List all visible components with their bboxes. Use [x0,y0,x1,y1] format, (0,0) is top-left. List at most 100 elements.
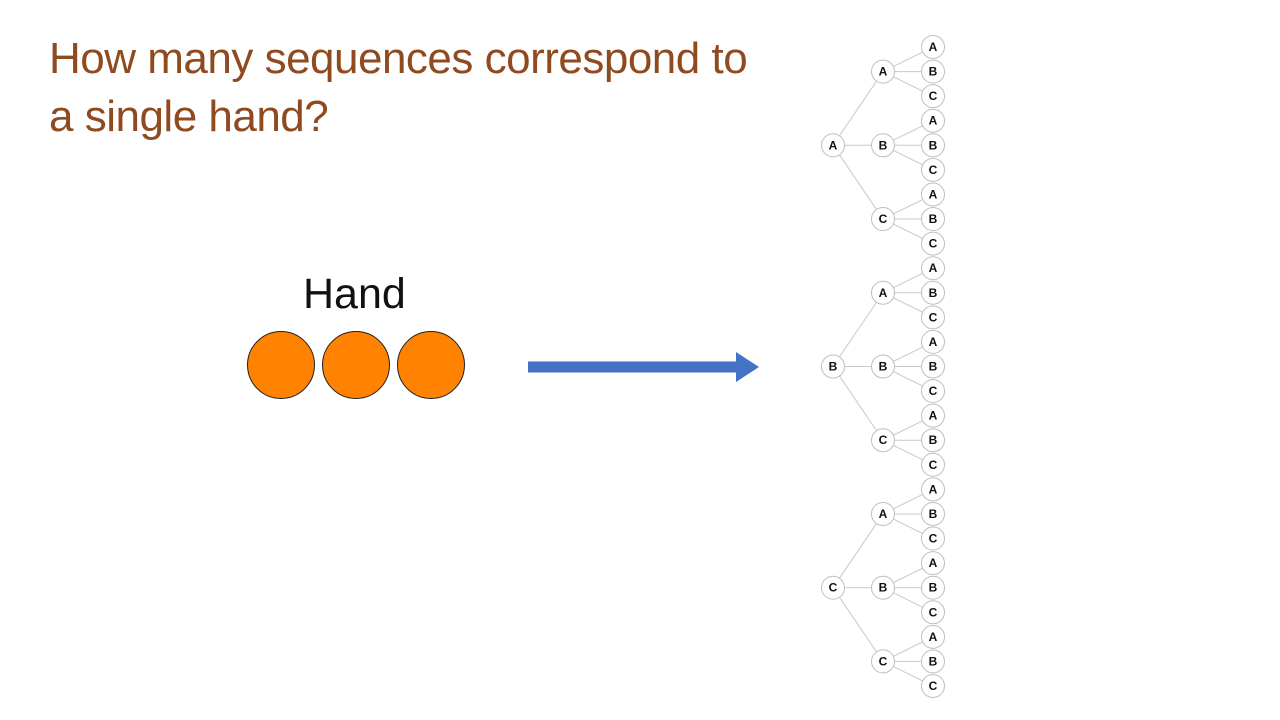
tree-node: C [921,305,945,330]
tree-node: B [921,207,945,232]
tree-node-circle [921,575,945,600]
tree-node-circle [821,354,845,379]
tree-node-label: B [879,581,888,595]
right-arrow-icon [528,352,759,382]
tree-node-label: B [929,360,938,374]
tree-node-label: C [929,458,938,472]
tree-node-label: C [829,581,838,595]
tree-node: B [921,280,945,305]
tree-node-label: C [929,89,938,103]
tree-node-label: B [929,138,938,152]
tree-node-label: A [929,335,938,349]
tree-node-circle [921,329,945,354]
tree-node-label: A [929,409,938,423]
tree-node-label: C [929,679,938,693]
tree-node: C [921,452,945,477]
tree-node-label: A [879,507,888,521]
tree-node-label: B [879,360,888,374]
tree-node: A [871,59,895,84]
tree-edge [832,366,884,441]
tree-node-circle [871,501,895,526]
tree-node-circle [921,674,945,698]
tree-node-circle [921,182,945,207]
tree-node-circle [821,575,845,600]
slide-title: How many sequences correspond to a singl… [49,34,748,141]
tree-node-label: B [929,433,938,447]
right-arrow-shape [528,352,759,382]
tree-node-label: A [829,138,838,152]
tree-node: B [921,354,945,379]
tree-node-circle [921,108,945,133]
tree-node-circle [921,379,945,404]
tree-node-label: B [929,212,938,226]
tree-node-label: B [929,286,938,300]
tree-node: A [871,501,895,526]
tree-node: B [921,501,945,526]
tree-node-label: B [929,581,938,595]
tree-node-circle [871,280,895,305]
tree-node-label: A [929,114,938,128]
tree-node-circle [871,354,895,379]
hand-circle [322,331,390,399]
tree-node: C [821,575,845,600]
tree-node-circle [921,501,945,526]
tree-node-circle [871,133,895,158]
tree-node: B [921,649,945,674]
tree-node-label: C [879,212,888,226]
tree-edge [832,513,884,588]
tree-node: B [871,575,895,600]
tree-node: B [921,428,945,453]
tree-node-label: A [929,630,938,644]
tree-node-label: C [929,310,938,324]
tree-node-label: A [929,187,938,201]
tree-node-circle [921,35,945,59]
tree-node-circle [921,403,945,428]
tree-node-label: A [929,261,938,275]
tree-node-circle [921,551,945,576]
tree-node-circle [921,600,945,625]
tree-node: C [921,379,945,404]
tree-node-label: C [929,237,938,251]
tree-node: B [871,354,895,379]
tree-node: B [871,133,895,158]
tree-node-circle [921,649,945,674]
tree-node: C [921,526,945,551]
tree-node-circle [921,526,945,551]
tree-node: A [871,280,895,305]
tree-node-circle [921,157,945,182]
tree-node-circle [871,59,895,84]
tree-node-circle [921,231,945,256]
tree-node-label: B [929,65,938,79]
tree-node-label: C [879,654,888,668]
tree-node: A [921,624,945,649]
hand-circle [247,331,315,399]
tree-node: C [921,600,945,625]
tree-node-label: C [929,605,938,619]
tree-node-label: B [829,360,838,374]
tree-node: B [921,133,945,158]
tree-node-circle [871,575,895,600]
tree-node: A [821,133,845,158]
hand-circle [397,331,465,399]
tree-node: B [921,59,945,84]
tree-node-circle [821,133,845,158]
tree-node: C [921,231,945,256]
tree-node-circle [921,354,945,379]
tree-node-circle [921,477,945,502]
tree-edge [832,292,884,367]
tree-node-circle [921,428,945,453]
tree-node-circle [921,624,945,649]
tree-node-circle [921,59,945,84]
tree-node: C [871,207,895,232]
tree-node-label: C [929,532,938,546]
tree-node: A [921,182,945,207]
tree-node-label: B [929,654,938,668]
tree-node-circle [871,207,895,232]
tree-node-circle [921,84,945,109]
tree-node-circle [921,452,945,477]
tree-edge [832,145,884,220]
tree-node-circle [871,649,895,674]
tree-node-label: A [879,65,888,79]
tree-node-circle [921,133,945,158]
tree-node: B [921,575,945,600]
